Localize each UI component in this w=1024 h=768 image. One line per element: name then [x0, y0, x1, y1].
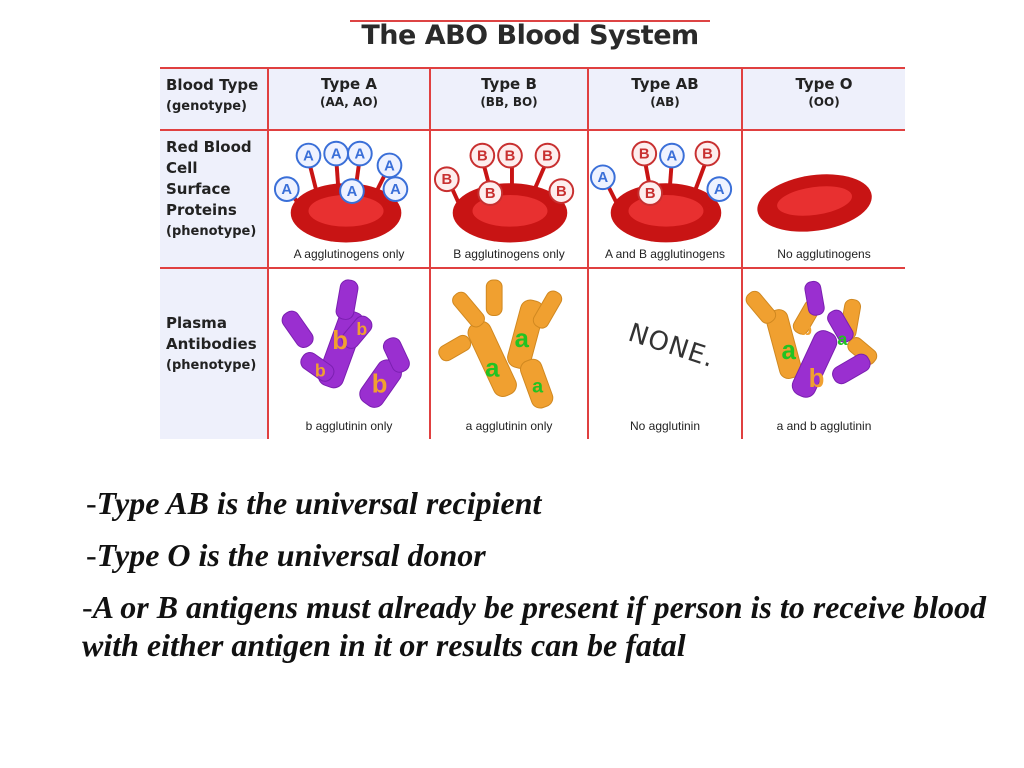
- svg-text:A: A: [667, 149, 678, 165]
- type-a-genotype: (AA, AO): [320, 95, 378, 109]
- svg-text:a: a: [837, 329, 848, 349]
- antibody-phenotype-label: (phenotype): [166, 358, 257, 373]
- antibody-label-line-2: Antibodies: [166, 335, 257, 353]
- svg-text:B: B: [645, 186, 656, 202]
- type-b-genotype: (BB, BO): [480, 95, 538, 109]
- blood-type-label: Blood Type: [166, 76, 259, 94]
- antibody-cell-type-o: a a b b a and b agglutinin: [741, 267, 905, 439]
- svg-text:a: a: [532, 376, 544, 398]
- svg-text:A: A: [281, 182, 292, 198]
- bullet-item: -Type AB is the universal recipient: [86, 484, 1006, 522]
- svg-text:B: B: [542, 148, 553, 164]
- header-type-ab: Type AB (AB): [587, 67, 743, 131]
- antibody-label-cell: Plasma Antibodies (phenotype): [160, 267, 269, 439]
- svg-text:b: b: [801, 319, 812, 339]
- svg-text:a: a: [485, 355, 500, 383]
- svg-text:A: A: [384, 158, 395, 174]
- antibody-caption-ab: No agglutinin: [629, 419, 701, 433]
- rbc-type-b-illustration: B B B B B B: [433, 142, 575, 243]
- antibody-row: Plasma Antibodies (phenotype): [160, 267, 905, 439]
- svg-text:b: b: [332, 327, 348, 355]
- anti-a-antibodies-illustration: aaa: [438, 279, 563, 409]
- rbc-label-cell: Red Blood Cell Surface Proteins (phenoty…: [160, 129, 269, 269]
- svg-text:B: B: [485, 186, 496, 202]
- antibody-label-line-1: Plasma: [166, 314, 227, 332]
- rbc-cell-type-o: No agglutinogens: [741, 129, 905, 269]
- antibody-caption-b: a agglutinin only: [465, 419, 553, 433]
- bullet-dash: -: [82, 589, 93, 625]
- rbc-cell-type-b: B B B B B B B agglutinogens only: [429, 129, 589, 269]
- svg-text:A: A: [390, 182, 401, 198]
- svg-text:B: B: [702, 147, 713, 163]
- bullet-item: -Type O is the universal donor: [86, 536, 1006, 574]
- type-o-label: Type O: [795, 75, 853, 93]
- svg-text:a: a: [515, 325, 530, 353]
- type-b-label: Type B: [481, 75, 537, 93]
- rbc-caption-a: A agglutinogens only: [293, 247, 405, 261]
- none-text: NONE.: [624, 317, 719, 375]
- svg-text:A: A: [355, 147, 366, 163]
- svg-text:B: B: [477, 148, 488, 164]
- figure-title: The ABO Blood System: [361, 20, 699, 51]
- antibody-cell-type-ab: NONE. No agglutinin: [587, 267, 743, 439]
- rbc-label-line-1: Red Blood: [166, 138, 252, 156]
- rbc-cell-type-ab: B A B A B A A and B agglutinogens: [587, 129, 743, 269]
- svg-text:B: B: [556, 184, 567, 200]
- rbc-caption-ab: A and B agglutinogens: [604, 247, 726, 261]
- bullet-text: Type O is the universal donor: [96, 537, 486, 573]
- rbc-phenotype-label: (phenotype): [166, 224, 257, 239]
- svg-text:a: a: [782, 337, 797, 365]
- rbc-label-line-2: Cell Surface: [166, 159, 231, 198]
- bullet-text: A or B antigens must already be present …: [82, 589, 986, 663]
- title-rule: [350, 20, 710, 22]
- svg-text:b: b: [809, 365, 825, 393]
- rbc-caption-o: No agglutinogens: [777, 247, 871, 261]
- type-a-label: Type A: [321, 75, 377, 93]
- svg-text:A: A: [714, 182, 725, 198]
- header-row: Blood Type (genotype) Type A (AA, AO) Typ…: [160, 67, 905, 131]
- svg-text:A: A: [303, 148, 314, 164]
- bullet-dash: -: [86, 537, 97, 573]
- rbc-caption-b: B agglutinogens only: [453, 247, 565, 261]
- abo-table: Blood Type (genotype) Type A (AA, AO) Typ…: [160, 67, 905, 439]
- svg-text:A: A: [347, 184, 358, 200]
- svg-text:b: b: [315, 361, 326, 381]
- type-ab-genotype: (AB): [650, 95, 680, 109]
- svg-text:B: B: [639, 147, 650, 163]
- svg-text:B: B: [441, 172, 452, 188]
- bullet-text: Type AB is the universal recipient: [96, 485, 542, 521]
- rbc-type-o-illustration: [757, 174, 872, 232]
- svg-text:b: b: [372, 371, 388, 399]
- svg-text:A: A: [331, 147, 342, 163]
- svg-text:B: B: [505, 148, 516, 164]
- anti-a-and-anti-b-antibodies-illustration: a a b b: [745, 280, 878, 398]
- type-ab-label: Type AB: [631, 75, 699, 93]
- svg-text:b: b: [356, 319, 367, 339]
- type-o-genotype: (OO): [808, 95, 840, 109]
- abo-figure: The ABO Blood System Blood Type (genotyp…: [160, 12, 905, 447]
- bullet-list: -Type AB is the universal recipient -Typ…: [82, 484, 1006, 678]
- header-type-b: Type B (BB, BO): [429, 67, 589, 131]
- antibody-caption-o: a and b agglutinin: [776, 419, 872, 433]
- rbc-label-line-3: Proteins: [166, 201, 237, 219]
- header-type-o: Type O (OO): [741, 67, 905, 131]
- rbc-type-ab-illustration: B A B A B A: [589, 140, 733, 243]
- header-label-cell: Blood Type (genotype): [160, 67, 269, 131]
- header-type-a: Type A (AA, AO): [267, 67, 431, 131]
- bullet-dash: -: [86, 485, 97, 521]
- genotype-label: (genotype): [166, 99, 248, 114]
- antibody-caption-a: b agglutinin only: [305, 419, 393, 433]
- bullet-item: -A or B antigens must already be present…: [82, 588, 1006, 664]
- rbc-row: Red Blood Cell Surface Proteins (phenoty…: [160, 129, 905, 269]
- svg-text:A: A: [597, 170, 608, 186]
